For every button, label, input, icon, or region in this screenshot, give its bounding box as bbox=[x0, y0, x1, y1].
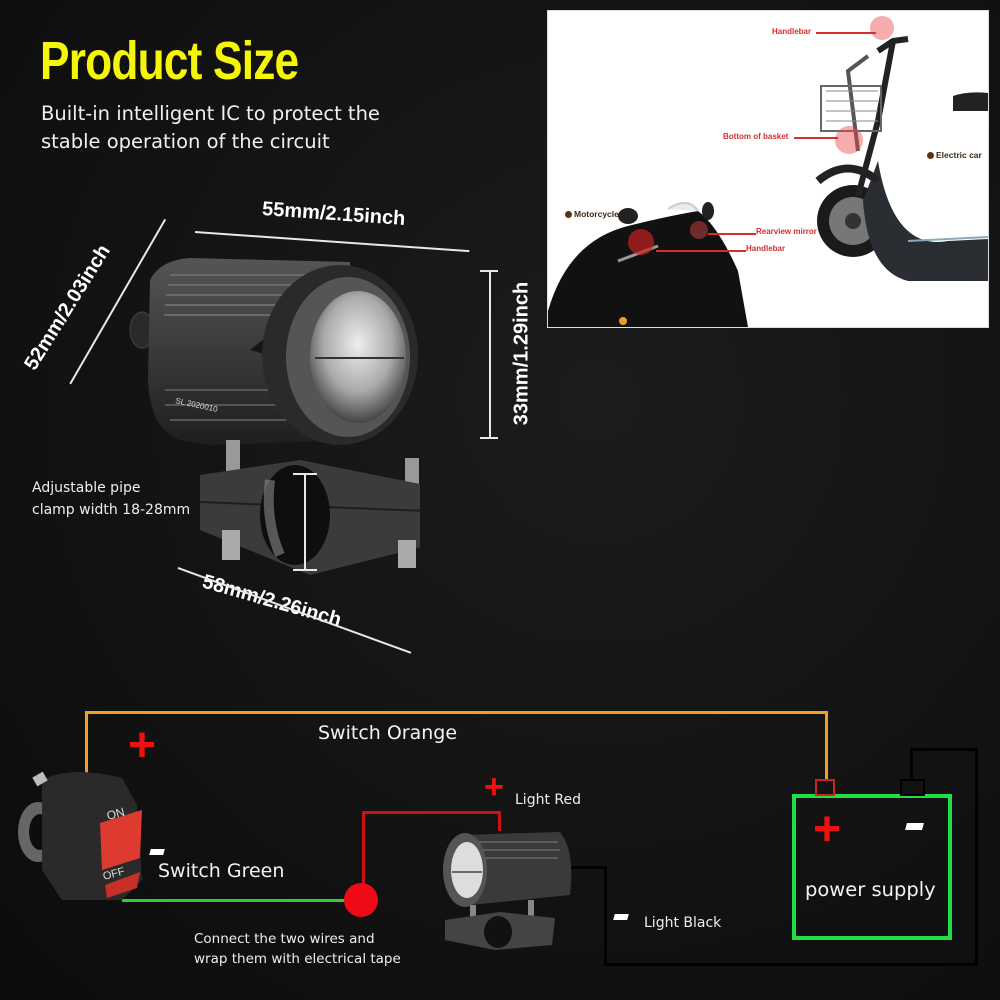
plus-icon-battery: + bbox=[813, 803, 842, 856]
page-title: Product Size bbox=[40, 31, 299, 91]
label-rearview-mirror: Rearview mirror bbox=[756, 227, 817, 236]
wire-red bbox=[362, 811, 500, 814]
minus-icon-light bbox=[613, 914, 629, 920]
wire-orange bbox=[85, 711, 828, 714]
dim-length: 55mm/2.15inch bbox=[261, 198, 407, 230]
wire-black bbox=[604, 963, 978, 966]
battery-negative-terminal bbox=[900, 779, 925, 796]
label-light-black: Light Black bbox=[644, 915, 722, 931]
switch-on-label: ON bbox=[105, 805, 126, 823]
light-product-illustration: SL 2020010 bbox=[129, 258, 420, 575]
label-handlebar-top: Handlebar bbox=[772, 27, 812, 36]
label-electric-car: Electric car bbox=[927, 150, 982, 160]
dim-lens-height: 33mm/1.29inch bbox=[510, 281, 533, 426]
label-switch-green: Switch Green bbox=[158, 860, 285, 882]
minus-icon-battery bbox=[905, 823, 924, 830]
power-supply-label: power supply bbox=[805, 878, 936, 901]
battery-positive-terminal bbox=[815, 779, 835, 796]
light-wiring-illustration bbox=[443, 832, 572, 950]
label-bottom-of-basket: Bottom of basket bbox=[723, 132, 789, 141]
label-motorcycle: Motorcycle bbox=[565, 209, 619, 219]
minus-icon-switch bbox=[149, 849, 165, 855]
clamp-note: Adjustable pipe clamp width 18-28mm bbox=[32, 480, 191, 518]
electric-scooter-illustration bbox=[548, 36, 988, 327]
plus-icon-switch: + bbox=[128, 719, 157, 772]
installation-photo: Handlebar Bottom of basket Electric car … bbox=[547, 10, 989, 328]
wire-junction-dot bbox=[344, 883, 378, 917]
power-supply-battery bbox=[792, 794, 952, 940]
label-light-red: Light Red bbox=[515, 792, 581, 808]
label-switch-orange: Switch Orange bbox=[318, 722, 458, 744]
plus-icon-light: + bbox=[484, 768, 504, 806]
dim-line-lens-height bbox=[489, 270, 491, 438]
wire-green bbox=[122, 899, 362, 902]
dim-line-pipe-diameter bbox=[304, 473, 306, 570]
switch-off-label: OFF bbox=[102, 866, 127, 883]
handlebar-switch: ON OFF bbox=[18, 771, 142, 900]
label-handlebar-bottom: Handlebar bbox=[746, 244, 786, 253]
page-subtitle: Built-in intelligent IC to protect the s… bbox=[41, 102, 380, 153]
connect-note: Connect the two wires and wrap them with… bbox=[194, 931, 401, 967]
dim-height-diagonal: 52mm/2.03inch bbox=[20, 240, 115, 375]
